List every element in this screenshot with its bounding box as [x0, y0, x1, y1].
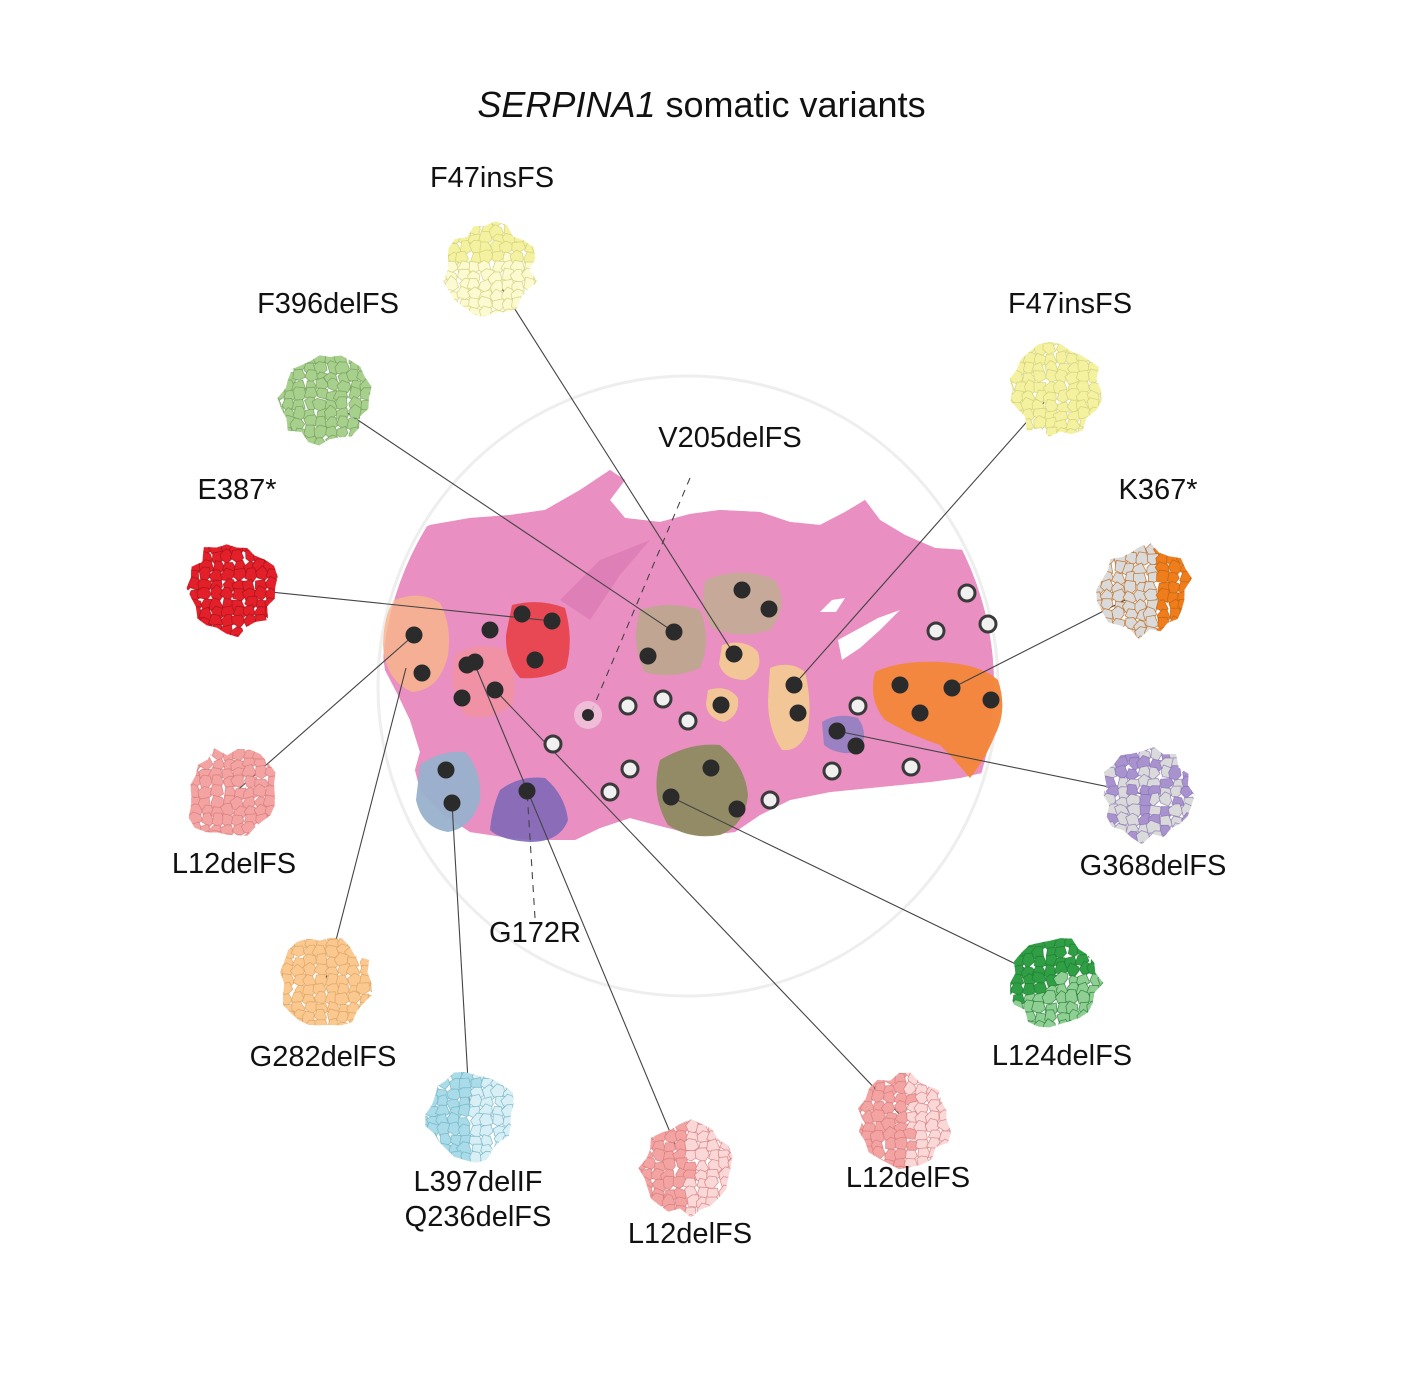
v205-point	[582, 709, 594, 721]
sample-point	[453, 689, 471, 707]
label-l12-lowright: L12delFS	[845, 1162, 971, 1194]
connector-v205	[589, 477, 691, 716]
wildtype-point	[848, 696, 868, 716]
label-f47ins-top: F47insFS	[429, 162, 555, 194]
label-f47ins-right: F47insFS	[1007, 288, 1133, 320]
clone-glyph-g282	[280, 937, 373, 1026]
clone-glyph-l124	[1010, 938, 1104, 1028]
connector-f47ins-top	[489, 269, 735, 655]
label-e387: E387*	[197, 474, 277, 506]
clone-glyph-l12-left	[188, 748, 276, 836]
wildtype-point	[618, 696, 638, 716]
connector-l397	[451, 802, 471, 1116]
figure-title: SERPINA1 somatic variants	[0, 84, 1403, 126]
sample-point	[405, 626, 423, 644]
sample-point	[725, 645, 743, 663]
region-l397	[416, 751, 481, 832]
region-g172	[490, 777, 568, 842]
connector-k367	[951, 589, 1146, 689]
label-g172: G172R	[489, 917, 581, 949]
label-k367: K367*	[1118, 474, 1198, 506]
clone-glyph-f47ins-top	[443, 221, 538, 317]
sample-point	[702, 759, 720, 777]
region-f396	[636, 605, 706, 676]
sample-point	[665, 623, 683, 641]
clone-glyph-e387	[186, 544, 278, 638]
wildtype-point	[978, 614, 998, 634]
wildtype-point	[760, 790, 780, 810]
sample-point	[443, 794, 461, 812]
wildtype-point	[678, 711, 698, 731]
sample-point	[466, 653, 484, 671]
sample-point	[943, 679, 961, 697]
wildtype-point	[957, 583, 977, 603]
sample-point	[513, 605, 531, 623]
sample-points	[405, 581, 1000, 818]
label-l12-bottom: L12delFS	[627, 1218, 753, 1250]
region-top-beige	[703, 572, 782, 635]
label-l12-left: L12delFS	[171, 848, 297, 880]
sample-point	[526, 651, 544, 669]
label-v205: V205delFS	[658, 422, 802, 454]
sample-point	[891, 676, 909, 694]
sample-point	[437, 761, 455, 779]
connector-l12-bottom	[474, 664, 686, 1169]
sample-point	[828, 722, 846, 740]
clone-glyph-f47ins-right	[1009, 342, 1102, 437]
title-rest: somatic variants	[655, 84, 926, 125]
sample-point	[785, 676, 803, 694]
sample-point	[911, 704, 929, 722]
sample-point	[662, 788, 680, 806]
sample-point	[639, 647, 657, 665]
wildtype-point	[901, 757, 921, 777]
label-g368: G368delFS	[1079, 850, 1227, 882]
wildtype-point	[822, 761, 842, 781]
region-g282	[383, 595, 449, 692]
wildtype-point	[620, 759, 640, 779]
sample-point	[712, 696, 730, 714]
connector-l12-lowright	[494, 689, 906, 1121]
tissue-fold	[560, 540, 650, 620]
sample-point	[413, 664, 431, 682]
clone-glyph-k367	[1096, 543, 1192, 640]
tissue-crack-2	[820, 598, 845, 612]
clone-glyph-f396del	[277, 355, 372, 446]
sample-point	[733, 581, 751, 599]
connector-e387	[231, 587, 553, 622]
wildtype-point	[926, 621, 946, 641]
title-gene-name: SERPINA1	[477, 84, 656, 125]
connector-l124	[670, 796, 1056, 984]
wildtype-point	[543, 734, 563, 754]
sample-point	[481, 621, 499, 639]
sample-point	[728, 800, 746, 818]
connector-lines	[231, 269, 1149, 1169]
sample-point	[543, 612, 561, 630]
sample-point	[847, 737, 865, 755]
sample-point	[789, 704, 807, 722]
clone-glyph-l397	[425, 1072, 514, 1163]
label-f396del: F396delFS	[257, 288, 399, 320]
label-g282: G282delFS	[249, 1041, 397, 1073]
connector-f47ins-right	[793, 389, 1056, 686]
wildtype-point	[653, 689, 673, 709]
region-l124	[656, 744, 748, 837]
connector-g368	[836, 730, 1149, 796]
sample-point	[518, 782, 536, 800]
sample-point	[982, 691, 1000, 709]
clone-glyph-g368	[1103, 746, 1195, 845]
connector-g282	[324, 667, 407, 984]
sample-point	[486, 681, 504, 699]
connector-f396del	[324, 397, 675, 633]
label-l124: L124delFS	[991, 1040, 1133, 1072]
tissue-crack	[838, 610, 900, 660]
clone-glyph-l12-bottom	[638, 1119, 733, 1218]
sample-point	[760, 600, 778, 618]
connector-g172	[526, 789, 536, 919]
wildtype-point	[600, 782, 620, 802]
